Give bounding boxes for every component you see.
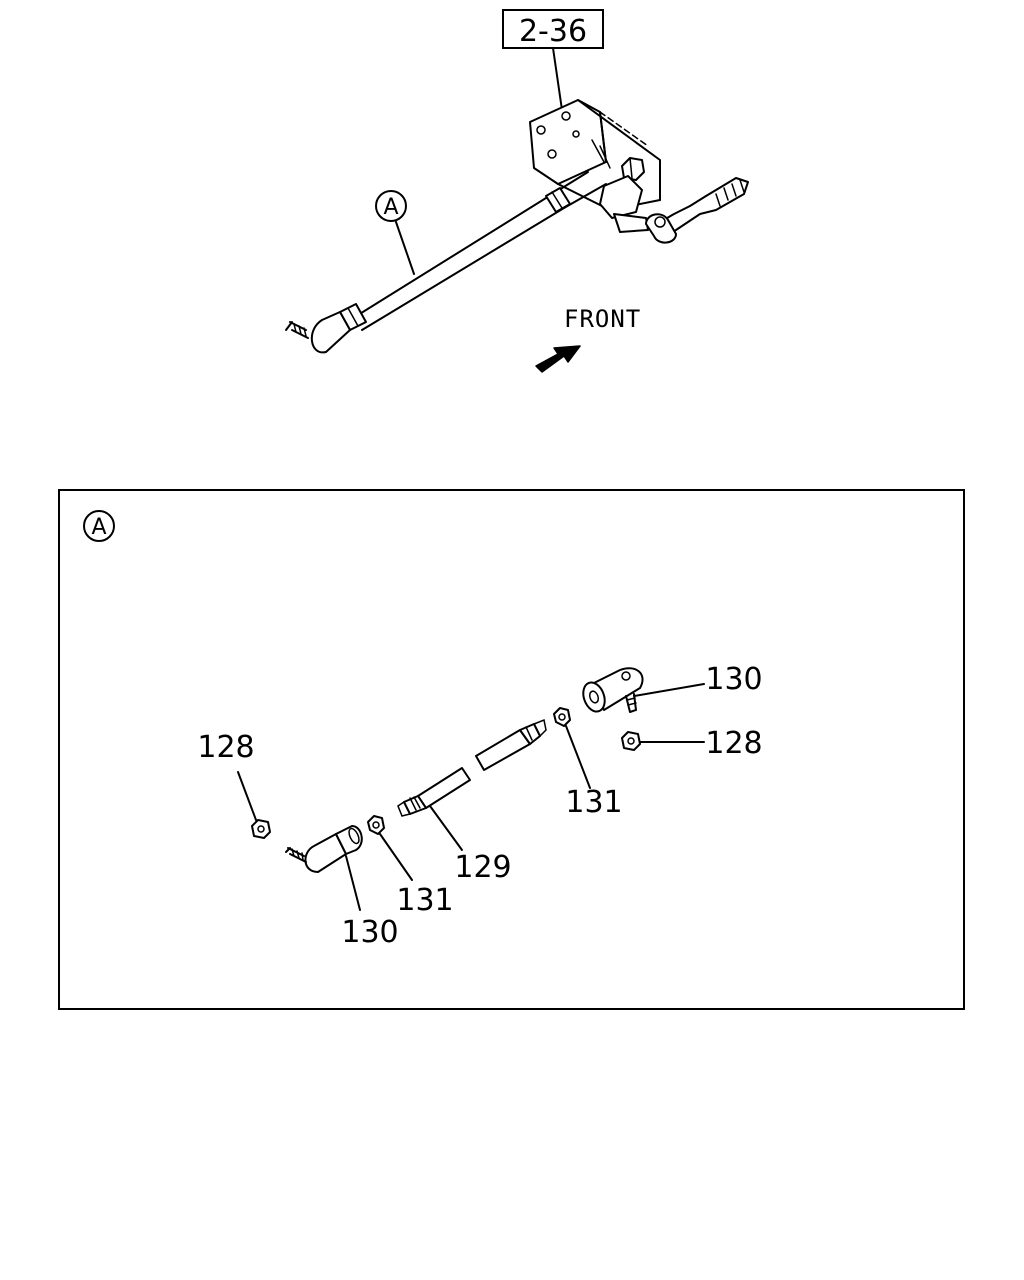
locknut-right-shape	[553, 707, 571, 727]
overview-assembly: 2-36	[285, 9, 749, 373]
callout-131-right[interactable]: 131	[565, 785, 622, 820]
front-arrow-icon	[535, 345, 581, 373]
callout-131-left[interactable]: 131	[396, 883, 453, 918]
callout-129[interactable]: 129	[454, 850, 511, 885]
view-marker-label: A	[383, 195, 398, 220]
mounting-bracket	[529, 99, 661, 233]
reference-box[interactable]: 2-36	[502, 9, 604, 49]
reference-leader	[552, 47, 563, 111]
nut-left-shape	[251, 819, 271, 839]
cable-end	[645, 177, 749, 244]
rod-shape	[397, 718, 547, 817]
view-marker-leader	[395, 221, 415, 275]
locknut-left-shape	[367, 815, 385, 835]
detail-marker-label: A	[91, 515, 106, 540]
rod-end-left-shape	[285, 825, 363, 873]
detail-frame	[58, 489, 965, 1010]
nut-right-shape	[621, 731, 641, 751]
callout-130-right[interactable]: 130	[705, 662, 762, 697]
callout-130-left[interactable]: 130	[341, 915, 398, 950]
callout-128-left[interactable]: 128	[197, 730, 254, 765]
callout-128-right[interactable]: 128	[705, 726, 762, 761]
long-rod	[285, 171, 607, 354]
detail-marker-a: A	[83, 510, 115, 542]
detail-view-a: A	[58, 489, 965, 1010]
view-marker-a[interactable]: A	[375, 190, 407, 222]
reference-box-label: 2-36	[519, 14, 587, 49]
front-label: FRONT	[564, 305, 641, 333]
rod-end-right-shape	[582, 667, 644, 713]
